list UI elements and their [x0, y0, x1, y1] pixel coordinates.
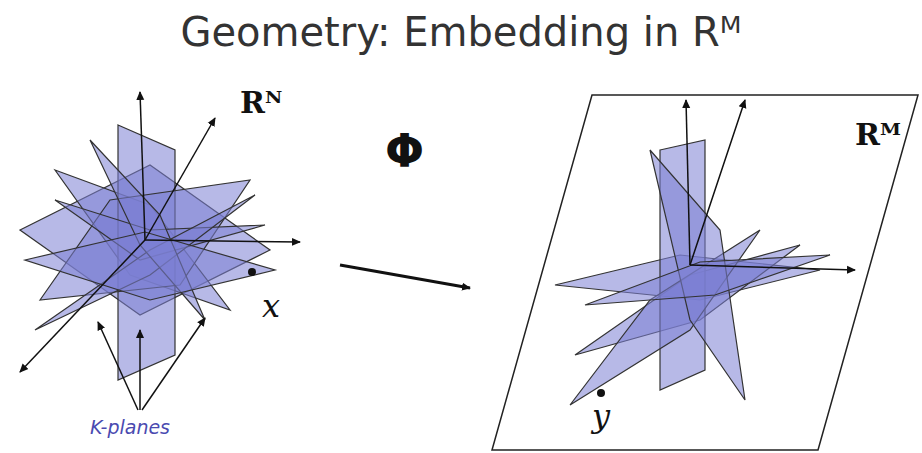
- k-planes-right: [555, 140, 830, 405]
- title: Geometry: Embedding in Rᴹ: [180, 12, 741, 52]
- k-planes-leaders: [98, 318, 205, 410]
- axes-right: [686, 100, 855, 270]
- point-x: [248, 268, 256, 276]
- map-label: Φ: [385, 128, 424, 174]
- space-label: Rᴺ: [240, 88, 282, 118]
- point-label: x: [262, 290, 280, 322]
- axes-left: [20, 92, 300, 372]
- k-planes-left: [20, 125, 275, 380]
- point-label: y: [592, 400, 610, 432]
- k-planes-label: K-planes: [90, 418, 170, 437]
- embedding-plane: [492, 95, 918, 450]
- map-arrow: [340, 265, 470, 288]
- space-label: Rᴹ: [855, 120, 901, 150]
- point-y: [597, 389, 605, 397]
